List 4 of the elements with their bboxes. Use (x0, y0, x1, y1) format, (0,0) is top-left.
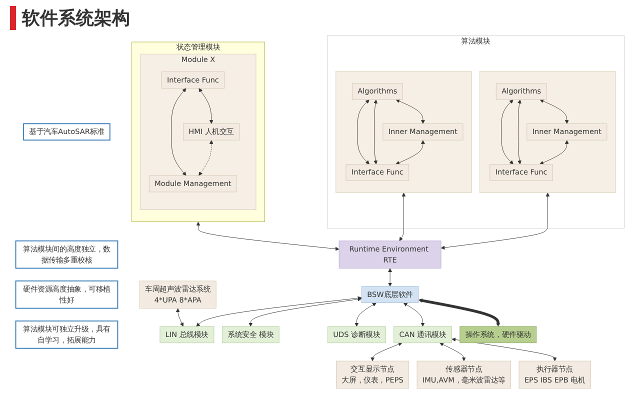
slide-title: 软件系统架构 (10, 6, 130, 30)
cluster (480, 70, 616, 193)
cluster (336, 70, 472, 193)
arrow (418, 298, 500, 327)
